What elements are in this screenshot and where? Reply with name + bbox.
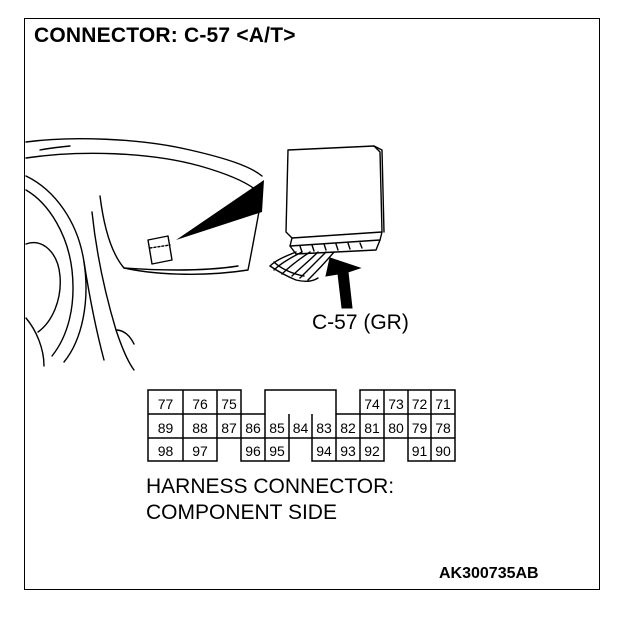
pin-87: 87: [221, 420, 237, 436]
harness-caption: HARNESS CONNECTOR: COMPONENT SIDE: [146, 474, 394, 526]
connector-callout-label: C-57 (GR): [312, 311, 409, 334]
pin-76: 76: [192, 396, 208, 412]
pointer-wedge: [176, 180, 264, 240]
pin-94: 94: [316, 443, 332, 459]
harness-caption-line1: HARNESS CONNECTOR:: [146, 475, 395, 498]
pin-86: 86: [245, 420, 261, 436]
pin-83: 83: [316, 420, 332, 436]
pin-85: 85: [269, 420, 285, 436]
pin-96: 96: [245, 443, 261, 459]
pin-88: 88: [192, 420, 208, 436]
dashboard-outline: [25, 138, 263, 177]
pin-98: 98: [158, 443, 174, 459]
pin-79: 79: [412, 420, 428, 436]
pin-92: 92: [364, 443, 380, 459]
wiring-harness: [269, 251, 297, 267]
pin-73: 73: [388, 396, 404, 412]
pin-77: 77: [158, 396, 174, 412]
pin-82: 82: [340, 420, 356, 436]
pin-95: 95: [269, 443, 285, 459]
pointer-arrow: [325, 257, 362, 309]
pin-72: 72: [412, 396, 428, 412]
pin-91: 91: [412, 443, 428, 459]
pin-78: 78: [435, 420, 451, 436]
diagram-frame: [24, 18, 600, 590]
pin-71: 71: [435, 396, 451, 412]
connector-title: CONNECTOR: C-57 <A/T>: [34, 24, 296, 47]
figure-code: AK300735AB: [439, 565, 539, 582]
pin-81: 81: [364, 420, 380, 436]
pin-80: 80: [388, 420, 404, 436]
pin-75: 75: [221, 396, 237, 412]
pin-84: 84: [293, 420, 309, 436]
pin-74: 74: [364, 396, 380, 412]
harness-caption-line2: COMPONENT SIDE: [146, 501, 337, 524]
pin-89: 89: [158, 420, 174, 436]
pin-90: 90: [435, 443, 451, 459]
module-outline: [147, 235, 173, 265]
pin-97: 97: [192, 443, 208, 459]
pin-93: 93: [340, 443, 356, 459]
